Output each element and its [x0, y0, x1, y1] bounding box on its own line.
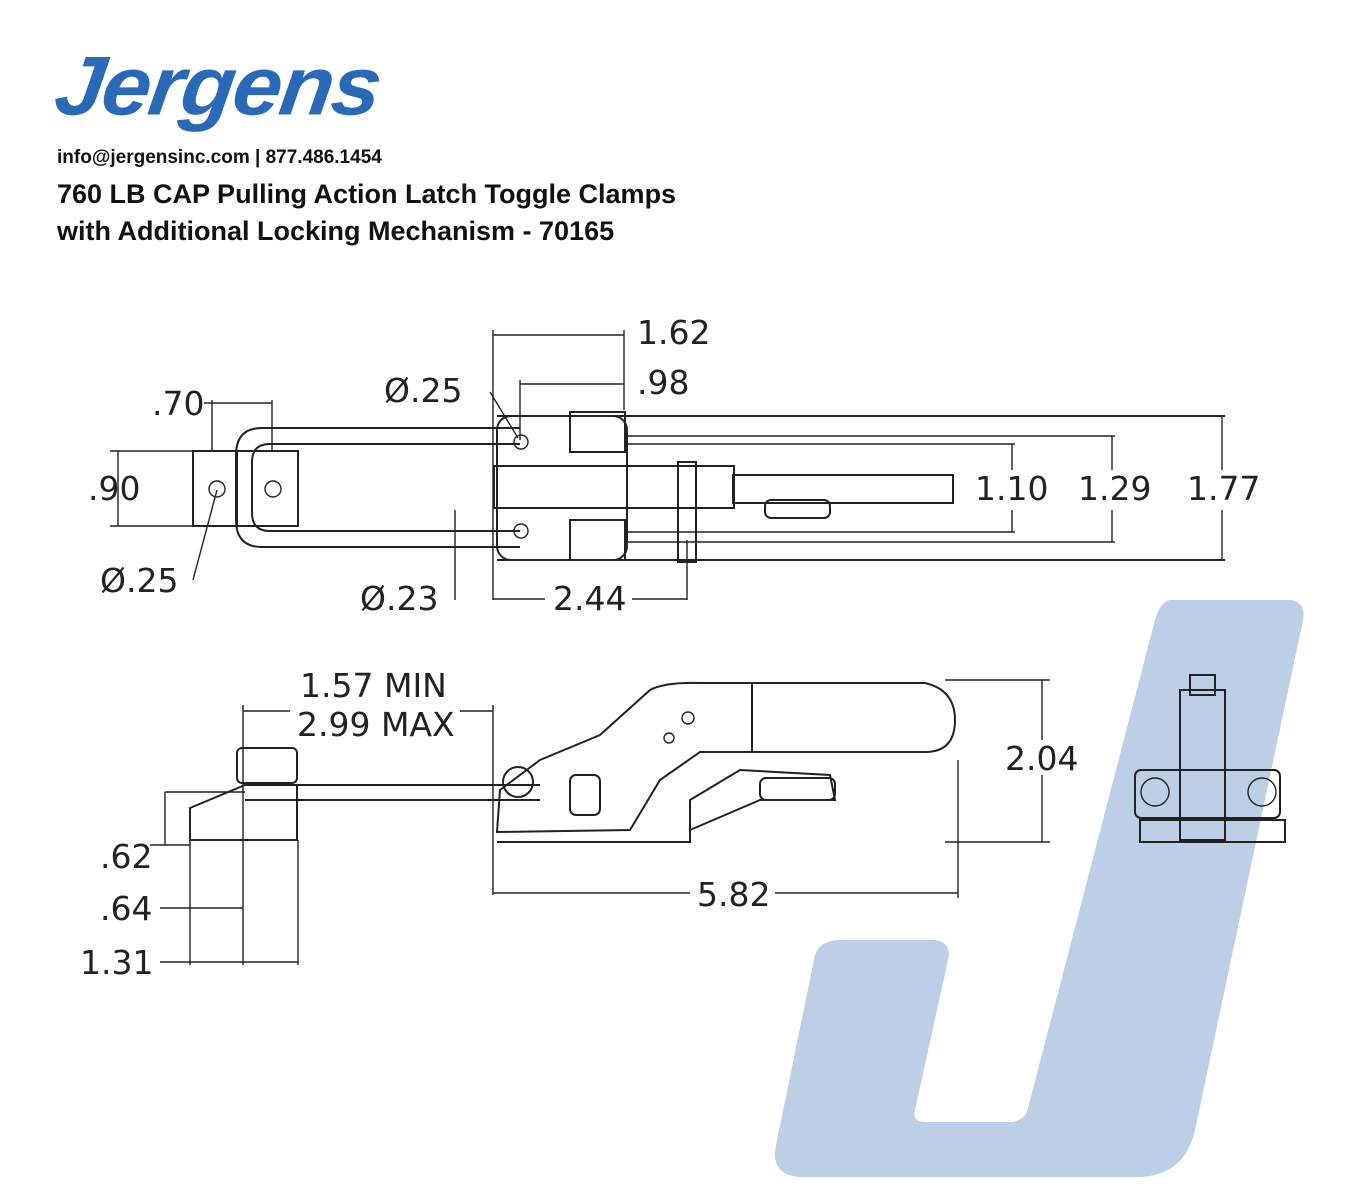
dim-hole-0-25-right: Ø.25 [384, 371, 462, 410]
dim-0-62: .62 [100, 837, 152, 876]
title-line-2: with Additional Locking Mechanism - 7016… [57, 216, 615, 246]
dim-1-10: 1.10 [975, 469, 1048, 508]
dim-hole-0-25-left: Ø.25 [100, 561, 178, 600]
dim-0-98: .98 [637, 363, 689, 402]
dim-0-90: .90 [88, 469, 140, 508]
jergens-logo: Jergens [49, 38, 387, 133]
dim-2-44: 2.44 [553, 579, 626, 618]
title-line-1: 760 LB CAP Pulling Action Latch Toggle C… [57, 179, 677, 209]
dim-1-31: 1.31 [80, 943, 153, 982]
end-view [1134, 674, 1286, 843]
dim-1-62: 1.62 [637, 313, 710, 352]
side-view: 1.57 MIN 2.99 MAX 2.04 .62 .64 1.31 5.82 [80, 666, 1078, 982]
dim-hole-0-23: Ø.23 [360, 579, 438, 618]
dim-2-04: 2.04 [1005, 739, 1078, 778]
dim-1-77: 1.77 [1187, 469, 1260, 508]
top-view: 1.62 .98 Ø.25 .70 .90 Ø.25 Ø.23 2.44 1.1… [88, 313, 1260, 618]
dim-0-70: .70 [152, 384, 204, 423]
watermark-j-logo [775, 600, 1304, 1177]
dim-5-82: 5.82 [697, 875, 770, 914]
contact-info: info@jergensinc.com | 877.486.1454 [57, 147, 382, 168]
product-title: 760 LB CAP Pulling Action Latch Toggle C… [57, 176, 676, 250]
dim-2-99-max: 2.99 MAX [297, 705, 455, 744]
dim-1-57-min: 1.57 MIN [300, 666, 447, 705]
dim-1-29: 1.29 [1078, 469, 1151, 508]
dim-0-64: .64 [100, 889, 152, 928]
